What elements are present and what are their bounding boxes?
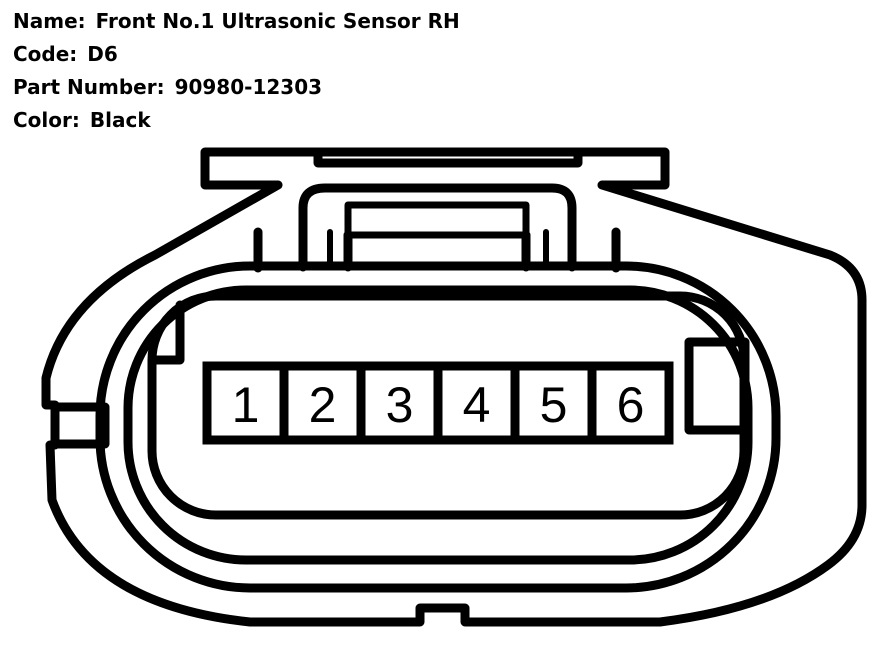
pin-1-label: 1 [232,377,260,433]
name-value: Front No.1 Ultrasonic Sensor RH [95,9,460,33]
color-row: Color: Black [13,105,460,138]
housing-outline [41,147,867,627]
pin-6-label: 6 [617,377,645,433]
code-row: Code: D6 [13,39,460,72]
pin-5-label: 5 [540,377,568,433]
inner-cavity [147,291,749,520]
name-row: Name: Front No.1 Ultrasonic Sensor RH [13,6,460,39]
name-label: Name: [13,9,86,33]
pin-3-label: 3 [386,377,414,433]
part-number-row: Part Number: 90980-12303 [13,72,460,105]
keying-notch [150,300,185,365]
part-number-label: Part Number: [13,75,165,99]
code-value: D6 [87,42,118,66]
lock-tab [298,183,577,272]
part-number-value: 90980-12303 [174,75,323,99]
color-value: Black [89,108,151,132]
outer-frame [95,261,781,593]
connector-info: Name: Front No.1 Ultrasonic Sensor RH Cod… [13,6,460,138]
code-label: Code: [13,42,78,66]
left-ear [50,402,110,449]
color-label: Color: [13,108,80,132]
pin-4-label: 4 [463,377,491,433]
lock-tab-window [344,201,530,239]
lock-bar [313,147,583,168]
pin-2-label: 2 [309,377,337,433]
